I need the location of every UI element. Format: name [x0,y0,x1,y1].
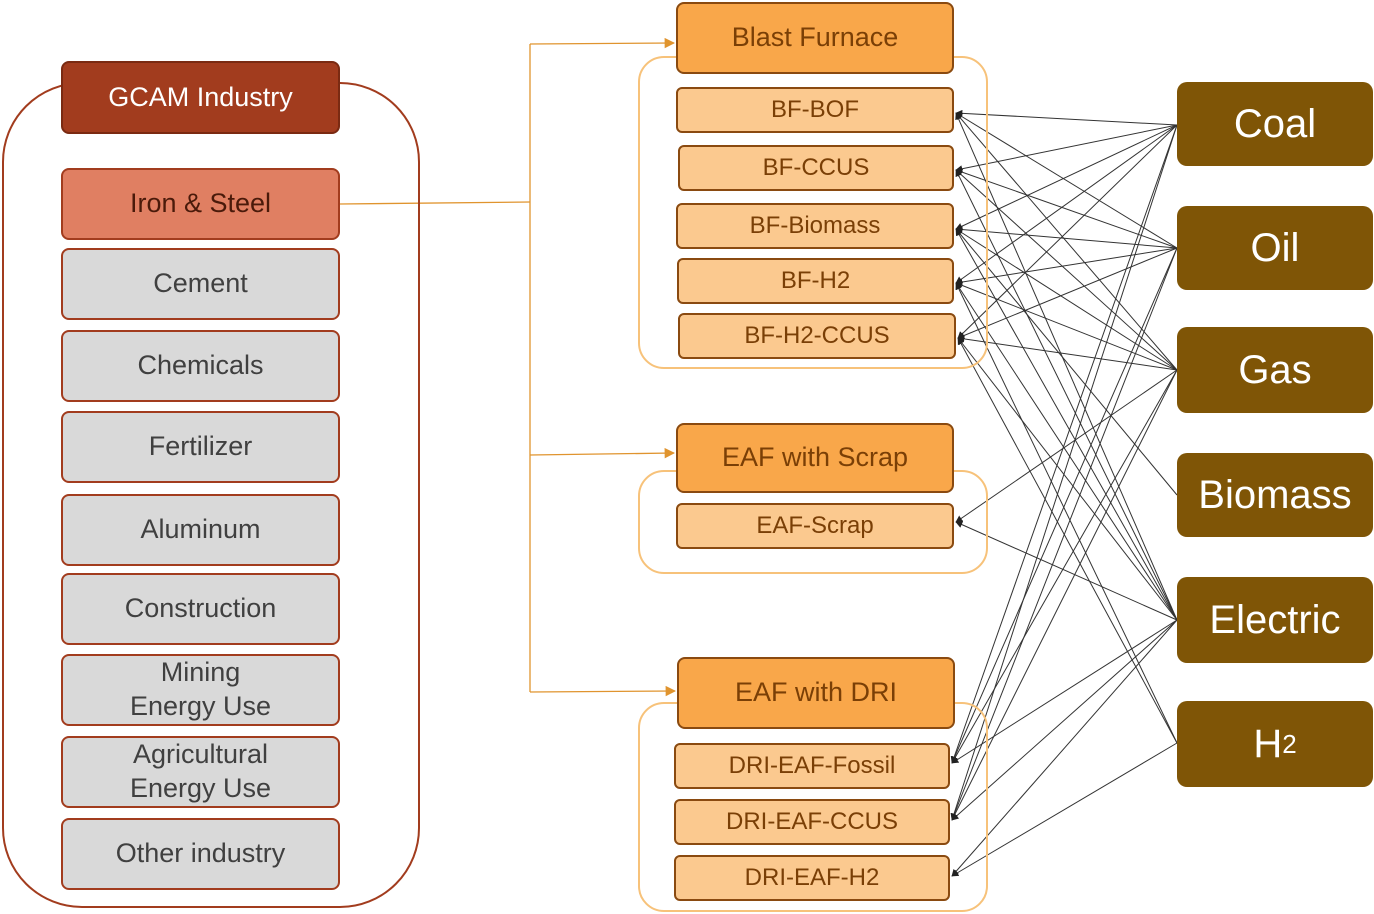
fuel-link-biomass-bf-biomass [955,228,1178,496]
fuel-link-electric-dri-eaf-h2 [951,619,1178,877]
fuel-link-electric-bf-h2 [955,282,1178,621]
fuel-link-oil-bf-ccus [955,168,1178,249]
connector-to-eaf-dri [529,685,677,697]
route-eaf-with-scrap: EAF with Scrap [676,423,954,493]
fuel-link-electric-eaf-scrap [955,521,1178,621]
fuel-link-coal-bf-h2 [955,124,1178,284]
sector-agricultural-energy-use: Agricultural Energy Use [61,736,340,808]
fuel-biomass: Biomass [1177,453,1373,537]
fuel-link-coal-dri-eaf-fossil [950,124,1178,764]
fuel-link-gas-dri-eaf-fossil [951,369,1178,764]
tech-bf-ccus: BF-CCUS [678,145,954,191]
tech-bf-bof: BF-BOF [676,87,954,133]
tech-bf-biomass: BF-Biomass [676,203,954,249]
fuel-electric: Electric [1177,577,1373,663]
fuel-link-electric-bf-bof [955,112,1178,621]
fuel-link-oil-bf-h2-ccus [957,247,1178,339]
fuel-link-gas-eaf-scrap [955,369,1178,523]
fuel-coal: Coal [1177,82,1373,166]
tech-dri-eaf-h2: DRI-EAF-H2 [674,855,950,901]
fuel-link-coal-bf-biomass [955,124,1178,230]
fuel-link-oil-bf-bof [955,112,1178,249]
fuel-link-coal-dri-eaf-ccus [950,124,1178,821]
tech-dri-eaf-fossil: DRI-EAF-Fossil [674,743,950,789]
fuel-link-gas-dri-eaf-ccus [951,369,1178,821]
sector-iron-steel: Iron & Steel [61,168,340,240]
fuel-link-gas-bf-biomass [955,228,1178,371]
fuel-link-oil-dri-eaf-fossil [951,247,1178,764]
fuel-link-electric-bf-biomass [955,228,1178,621]
sector-construction: Construction [61,573,340,645]
fuel-link-h2-bf-h2 [955,282,1178,744]
sector-other-industry: Other industry [61,818,340,890]
tech-eaf-scrap: EAF-Scrap [676,503,954,549]
tech-bf-h2-ccus: BF-H2-CCUS [678,313,956,359]
fuel-link-electric-bf-h2-ccus [957,337,1178,621]
sector-aluminum: Aluminum [61,494,340,566]
sector-mining-energy-use: Mining Energy Use [61,654,340,726]
fuel-link-gas-bf-ccus [955,169,1178,371]
fuel-link-oil-bf-h2 [955,247,1178,286]
sector-to-route-lines [339,37,677,697]
fuel-link-coal-bf-ccus [955,124,1178,173]
sector-cement: Cement [61,248,340,320]
tech-bf-h2: BF-H2 [677,258,954,304]
route-blast-furnace: Blast Furnace [676,2,954,74]
sector-fertilizer: Fertilizer [61,411,340,483]
fuel-link-electric-dri-eaf-ccus [951,619,1178,821]
fuel-link-oil-bf-biomass [955,226,1178,249]
fuel-link-coal-bf-bof [955,109,1178,126]
sector-chemicals: Chemicals [61,330,340,402]
fuel-gas: Gas [1177,327,1373,413]
fuel-link-h2-bf-h2-ccus [957,337,1178,744]
fuel-link-h2-dri-eaf-h2 [951,742,1178,877]
fuel-link-gas-bf-h2-ccus [957,335,1178,371]
route-eaf-with-dri: EAF with DRI [677,657,955,729]
fuel-link-gas-bf-bof [955,112,1178,371]
fuel-link-coal-bf-h2-ccus [957,124,1178,339]
gcam-industry-title: GCAM Industry [61,61,340,134]
connector-to-blast-furnace [529,37,676,49]
connector-to-eaf-scrap [529,447,676,459]
iron-steel-connector [339,201,531,205]
fuel-link-gas-bf-h2 [955,282,1178,371]
fuel-oil: Oil [1177,206,1373,290]
fuel-link-electric-dri-eaf-fossil [951,619,1178,764]
tech-dri-eaf-ccus: DRI-EAF-CCUS [674,799,950,845]
fuel-to-technology-lines [950,109,1178,877]
fuel-link-electric-bf-ccus [955,169,1178,621]
